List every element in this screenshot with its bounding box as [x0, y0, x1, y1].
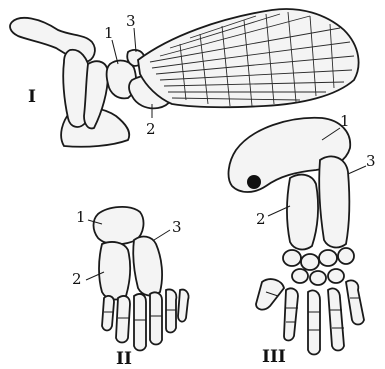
panel-ii-label: II — [116, 349, 132, 369]
panel-iii-carpals — [283, 248, 354, 285]
panel-ii-limb-skeleton: 1 3 2 II — [72, 207, 189, 369]
panel-iii-digits — [256, 279, 364, 354]
panel-iii-label: III — [262, 347, 286, 367]
panel-ii-callout-2: 2 — [72, 270, 82, 288]
panel-ii-leader-3 — [154, 230, 170, 240]
panel-iii-callout-2: 2 — [256, 210, 266, 228]
panel-iii-forelimb-skeleton: 1 3 2 III — [229, 112, 376, 367]
panel-iii-leader-3 — [348, 166, 366, 174]
panel-iii-callout-3: 3 — [366, 152, 376, 170]
panel-iii-callout-1: 1 — [340, 112, 350, 130]
panel-iii-joint-socket — [247, 175, 261, 189]
panel-i-callout-3: 3 — [126, 12, 136, 30]
panel-iii-element-2 — [287, 175, 318, 250]
panel-ii-element-2 — [99, 242, 130, 299]
panel-i-leader-3 — [134, 28, 136, 52]
panel-iii-element-3 — [319, 156, 349, 247]
panel-ii-element-3 — [133, 237, 162, 296]
panel-ii-callout-3: 3 — [172, 218, 182, 236]
panel-i-label: I — [28, 87, 36, 107]
panel-ii-callout-1: 1 — [76, 208, 86, 226]
panel-i-callout-2: 2 — [146, 120, 156, 138]
panel-i-callout-1: 1 — [104, 24, 114, 42]
